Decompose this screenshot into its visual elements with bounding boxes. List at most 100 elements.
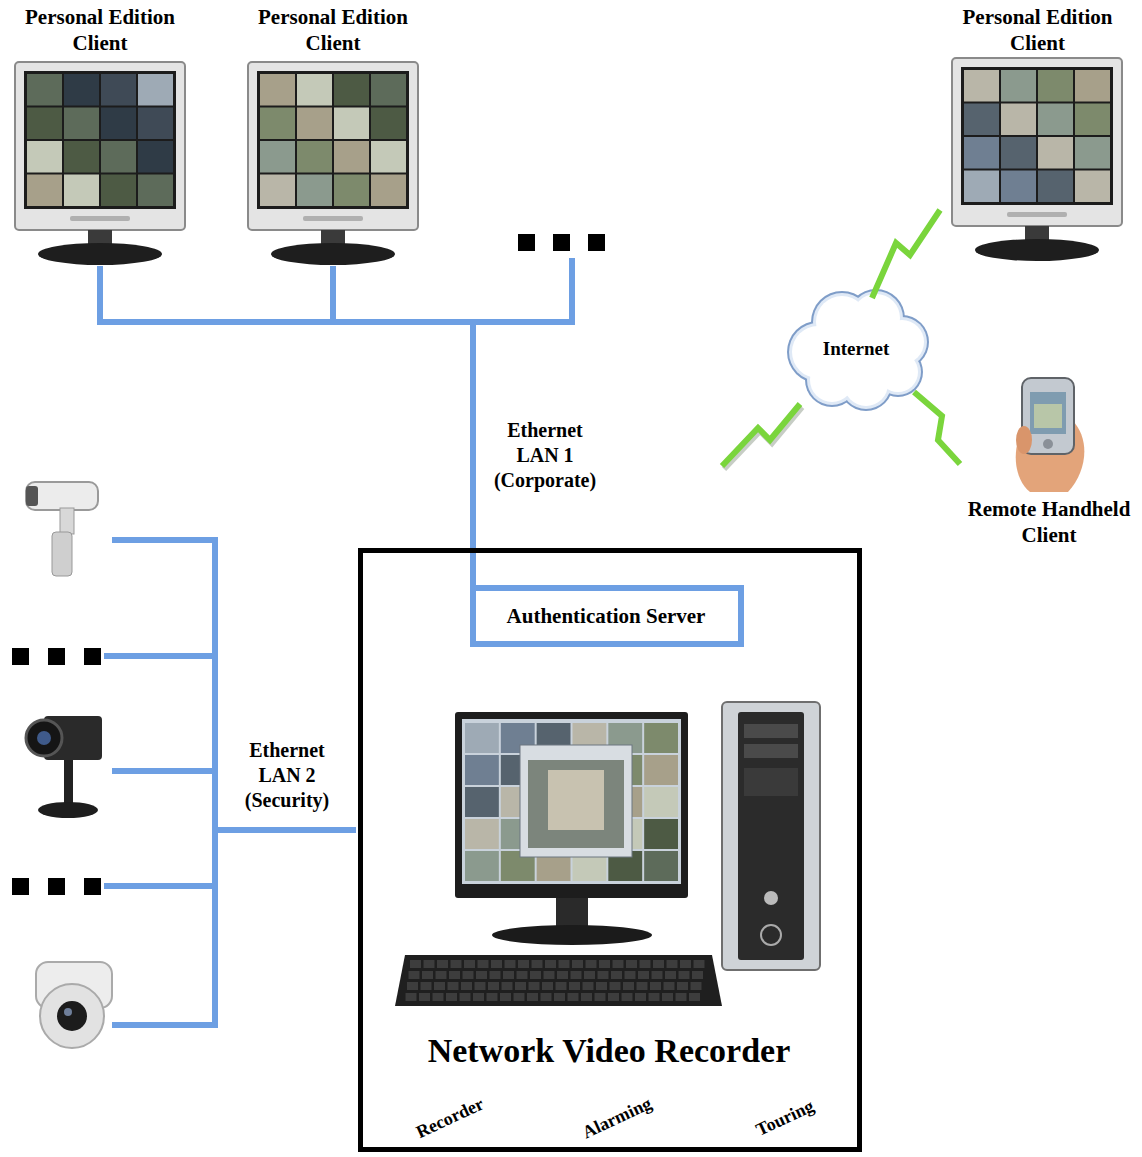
screen-grid: [260, 74, 406, 206]
ellipsis-square: [12, 878, 29, 895]
key: [433, 993, 444, 1001]
key: [652, 971, 663, 979]
screen-thumbnail: [371, 108, 406, 140]
screen-thumbnail: [964, 137, 999, 169]
camera-mount: [52, 532, 72, 576]
screen-thumbnail: [644, 723, 678, 753]
pda-button: [1043, 439, 1053, 449]
lan-branch: [112, 1022, 215, 1028]
key: [667, 960, 678, 968]
camera-lens: [26, 720, 62, 756]
node-label: Remote Handheld Client: [960, 496, 1138, 549]
screen-thumbnail: [644, 787, 678, 817]
key: [625, 971, 636, 979]
screen-grid: [27, 74, 173, 206]
function-label: Touring: [752, 1095, 817, 1141]
tower-logo: [761, 925, 781, 945]
ui-video-detail: [548, 770, 604, 830]
screen-thumbnail: [297, 108, 332, 140]
function-label: Recorder: [413, 1093, 488, 1144]
screen-thumbnail: [371, 74, 406, 106]
node-label: Personal Edition Client: [950, 4, 1126, 57]
key: [517, 971, 528, 979]
recorder-box: Authentication ServerNetwork Video Recor…: [358, 548, 862, 1152]
monitor-screen: [462, 719, 681, 884]
screen-thumbnail: [64, 108, 99, 140]
screen-thumbnail: [1001, 137, 1036, 169]
node-label: Personal Edition Client: [245, 4, 421, 57]
keyboard-keys: [406, 960, 705, 1001]
screen-thumbnail: [27, 74, 62, 106]
key: [409, 971, 420, 979]
key: [608, 993, 619, 1001]
key: [650, 982, 661, 990]
camera-glint: [64, 1008, 72, 1016]
key: [679, 971, 690, 979]
monitor-base: [492, 925, 652, 945]
screen-thumbnail: [1038, 137, 1073, 169]
camera-glass: [37, 731, 51, 745]
key: [502, 982, 513, 990]
client-monitor: Personal Edition Client: [940, 0, 1135, 262]
drive-bay: [744, 744, 798, 758]
screen-thumbnail: [465, 723, 499, 753]
screen-thumbnail: [334, 108, 369, 140]
screen-thumbnail: [1075, 104, 1110, 136]
ellipsis-square: [84, 878, 101, 895]
client-monitor: Personal Edition Client: [0, 0, 200, 266]
ellipsis-square: [518, 234, 535, 251]
screen-thumbnail: [138, 74, 173, 106]
screen-thumbnail: [964, 171, 999, 203]
key: [694, 960, 705, 968]
key: [572, 960, 583, 968]
monitor-base: [271, 243, 395, 265]
key: [635, 993, 646, 1001]
screen-thumbnail: [101, 141, 136, 173]
monitor-buttons: [1007, 212, 1067, 217]
pda-screen: [1030, 392, 1066, 434]
key: [424, 960, 435, 968]
ellipsis-square: [12, 648, 29, 665]
screen-thumbnail: [1038, 171, 1073, 203]
ui-panel: [520, 745, 632, 857]
screen-thumbnail: [138, 108, 173, 140]
key: [541, 993, 552, 1001]
key: [421, 982, 432, 990]
key: [568, 993, 579, 1001]
key: [505, 960, 516, 968]
screen-grid: [964, 70, 1110, 202]
key: [689, 993, 700, 1001]
screen-thumbnail: [1001, 171, 1036, 203]
ellipsis-square: [48, 878, 65, 895]
screen-thumbnail: [101, 74, 136, 106]
key: [691, 982, 702, 990]
key: [595, 993, 606, 1001]
screen-thumbnail: [1075, 171, 1110, 203]
key: [554, 993, 565, 1001]
screen-thumbnail: [260, 74, 295, 106]
lan-branch: [104, 653, 215, 659]
key: [569, 982, 580, 990]
screen-thumbnail: [27, 175, 62, 207]
key: [637, 982, 648, 990]
key: [406, 993, 417, 1001]
function-label: Alarming: [579, 1092, 656, 1144]
camera-pole: [64, 760, 73, 804]
key: [559, 960, 570, 968]
screen-thumbnail: [644, 819, 678, 849]
key: [451, 960, 462, 968]
drive-bay: [744, 768, 798, 796]
key: [461, 982, 472, 990]
camera-housing: [26, 482, 98, 510]
monitor-buttons: [70, 216, 130, 221]
wireless-link: [722, 404, 800, 466]
key: [613, 960, 624, 968]
workstation-figure: [395, 702, 820, 1006]
monitor-base: [975, 239, 1099, 261]
screen-thumbnail: [1038, 70, 1073, 102]
lan-link: [333, 266, 473, 585]
screen-thumbnail: [1001, 70, 1036, 102]
key: [503, 971, 514, 979]
screen-thumbnail: [138, 175, 173, 207]
